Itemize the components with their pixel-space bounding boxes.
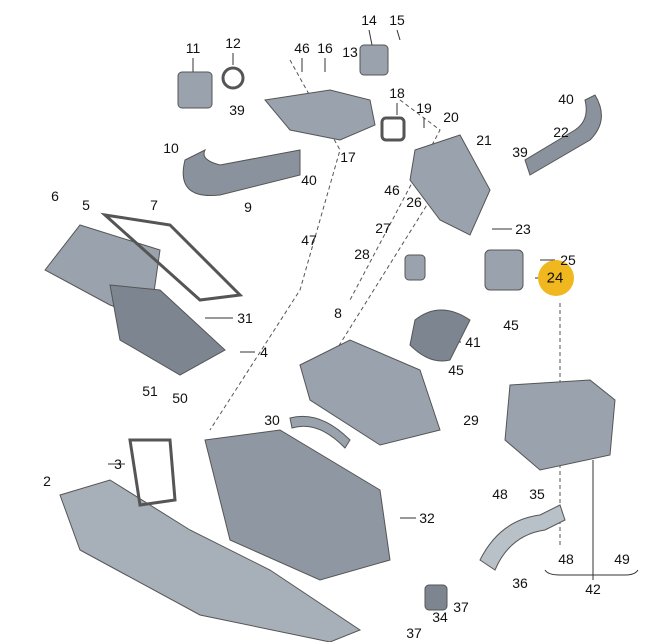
callout-41[interactable]: 41	[465, 334, 481, 350]
callout-28[interactable]: 28	[354, 246, 370, 262]
callout-46-b[interactable]: 46	[384, 182, 400, 198]
part-3-gasket	[128, 438, 177, 507]
callout-21[interactable]: 21	[476, 132, 492, 148]
part-14-sensor	[359, 44, 389, 76]
part-35-hose	[479, 504, 566, 571]
callout-29[interactable]: 29	[463, 412, 479, 428]
callout-37[interactable]: 37	[406, 625, 422, 641]
callout-8[interactable]: 8	[334, 305, 342, 321]
callout-51[interactable]: 51	[142, 383, 158, 399]
callout-22[interactable]: 22	[553, 124, 569, 140]
callout-2[interactable]: 2	[43, 473, 51, 489]
callout-32[interactable]: 32	[419, 510, 435, 526]
part-41-hose	[409, 309, 471, 362]
callout-11[interactable]: 11	[185, 40, 201, 56]
callout-12[interactable]: 12	[225, 35, 241, 51]
callout-48-b[interactable]: 48	[558, 551, 574, 567]
part-air-box	[204, 429, 391, 581]
callout-27[interactable]: 27	[375, 220, 391, 236]
callout-47[interactable]: 47	[301, 232, 317, 248]
part-22-hose	[524, 94, 602, 176]
callout-46[interactable]: 46	[294, 40, 310, 56]
part-34-hose	[424, 584, 448, 611]
part-7-gasket	[100, 212, 244, 302]
part-9-hose	[182, 148, 301, 197]
callout-30[interactable]: 30	[264, 412, 280, 428]
callout-40-left[interactable]: 40	[301, 172, 317, 188]
part-24-valve	[484, 249, 524, 291]
part-20-housing	[409, 134, 491, 236]
callout-26[interactable]: 26	[406, 194, 422, 210]
callout-10[interactable]: 10	[163, 140, 179, 156]
callout-18[interactable]: 18	[389, 85, 405, 101]
highlight-marker	[538, 260, 574, 296]
callout-9[interactable]: 9	[244, 199, 252, 215]
callout-34[interactable]: 34	[432, 609, 448, 625]
callout-31[interactable]: 31	[237, 310, 253, 326]
part-27-sensor	[404, 254, 426, 281]
callout-5[interactable]: 5	[82, 197, 90, 213]
callout-16[interactable]: 16	[317, 40, 333, 56]
callout-45[interactable]: 45	[503, 317, 519, 333]
part-30-seal	[289, 415, 351, 449]
callout-49[interactable]: 49	[614, 551, 630, 567]
callout-45-b[interactable]: 45	[448, 362, 464, 378]
callout-25[interactable]: 25	[560, 252, 576, 268]
callout-15[interactable]: 15	[389, 12, 405, 28]
callout-48[interactable]: 48	[492, 486, 508, 502]
callout-40[interactable]: 40	[558, 91, 574, 107]
part-4-filter	[109, 284, 226, 376]
callout-39[interactable]: 39	[229, 102, 245, 118]
part-42-tank	[504, 379, 616, 471]
callout-7[interactable]: 7	[150, 197, 158, 213]
callout-3[interactable]: 3	[114, 456, 122, 472]
callout-14[interactable]: 14	[361, 12, 377, 28]
callout-17[interactable]: 17	[340, 149, 356, 165]
part-17-coolant-flange	[264, 89, 376, 141]
part-11-actuator	[177, 71, 213, 109]
callout-23[interactable]: 23	[515, 221, 531, 237]
callout-42[interactable]: 42	[585, 581, 601, 597]
callout-36[interactable]: 36	[512, 575, 528, 591]
callout-35[interactable]: 35	[529, 486, 545, 502]
callout-39-right[interactable]: 39	[512, 144, 528, 160]
callout-37-b[interactable]: 37	[453, 599, 469, 615]
callout-19[interactable]: 19	[416, 100, 432, 116]
callout-20[interactable]: 20	[443, 109, 459, 125]
part-1-intake-duct	[59, 479, 362, 642]
part-12-seal-ring	[221, 66, 245, 90]
part-18-gasket	[380, 116, 406, 142]
callout-24-highlighted[interactable]: 24	[546, 269, 564, 287]
callout-4[interactable]: 4	[260, 344, 268, 360]
callout-50[interactable]: 50	[172, 390, 188, 406]
callout-13[interactable]: 13	[342, 44, 358, 60]
part-29-throttle-body	[299, 339, 441, 446]
callout-6[interactable]: 6	[51, 188, 59, 204]
